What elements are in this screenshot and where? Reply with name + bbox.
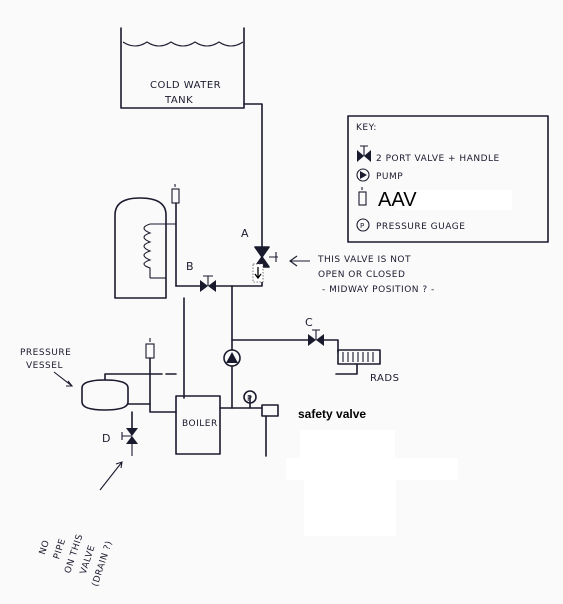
pressure-vessel-label-line1: PRESSURE (20, 348, 71, 358)
svg-text:P: P (247, 394, 252, 403)
key-item-aav-label: AAV (378, 189, 417, 211)
erased-patches (286, 430, 458, 536)
safety-valve-label: safety valve (298, 407, 366, 421)
drain-note: NO PIPE ON THIS VALVE (DRAIN ?) (38, 461, 123, 588)
valve-d (121, 428, 138, 456)
drain-note-line2: PIPE (52, 537, 68, 560)
cursor-marker (252, 263, 264, 283)
valve-c-label: C (305, 316, 313, 329)
two-port-valve-icon (357, 145, 371, 162)
aav-vessel (145, 338, 155, 359)
valve-a-note: THIS VALVE IS NOT OPEN OR CLOSED - MIDWA… (289, 255, 435, 295)
radiator (337, 349, 381, 365)
key-box: KEY: 2 PORT VALVE + HANDLE PUMP AAV P PR… (347, 115, 549, 243)
note-a-line3: - MIDWAY POSITION ? - (322, 285, 435, 295)
tank-label-line2: TANK (164, 95, 193, 106)
key-item-pump-label: PUMP (376, 172, 403, 182)
aav-cylinder (171, 184, 180, 287)
drain-note-line1: NO (38, 539, 52, 556)
svg-text:P: P (360, 222, 365, 230)
key-item-valve-label: 2 PORT VALVE + HANDLE (376, 154, 500, 164)
hot-water-cylinder (114, 197, 176, 299)
key-title: KEY: (356, 123, 377, 133)
boiler: BOILER (175, 395, 221, 455)
pressure-gauge: P (243, 390, 257, 404)
safety-valve (249, 404, 279, 457)
feed-pipe (243, 103, 263, 249)
valve-b (200, 275, 216, 292)
valve-a-label: A (241, 227, 249, 240)
boiler-label: BOILER (182, 419, 218, 429)
valve-d-label: D (102, 432, 111, 445)
note-a-line2: OPEN OR CLOSED (318, 270, 405, 280)
note-a-line1: THIS VALVE IS NOT (317, 255, 411, 265)
pressure-vessel-label-line2: VESSEL (26, 361, 63, 371)
tank-label-line1: COLD WATER (150, 80, 221, 91)
pump-icon (356, 168, 370, 182)
valve-a (254, 246, 278, 268)
valve-c (308, 329, 324, 346)
rads-label: RADS (370, 373, 399, 384)
aav-icon (358, 187, 367, 206)
pump (223, 349, 241, 367)
pressure-vessel (81, 379, 129, 411)
cold-water-tank: COLD WATER TANK (120, 27, 245, 109)
key-item-gauge-label: PRESSURE GUAGE (376, 222, 465, 232)
pressure-gauge-icon: P (356, 218, 370, 232)
valve-b-label: B (186, 260, 194, 273)
